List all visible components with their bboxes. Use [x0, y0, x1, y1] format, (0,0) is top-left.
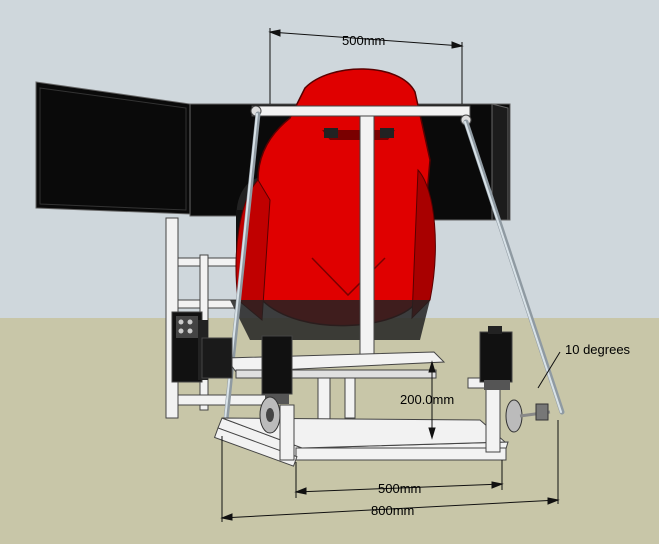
- bottom-inner-width-label: 500mm: [378, 481, 422, 496]
- height-label: 200.0mm: [400, 392, 455, 407]
- angle-label: 10 degrees: [565, 342, 631, 357]
- right-actuator: [479, 326, 551, 433]
- right-monitor-edge: [491, 103, 509, 221]
- left-monitor-bezel: [39, 87, 187, 211]
- shifter-box: [171, 311, 233, 383]
- left-actuator: [259, 335, 293, 434]
- bottom-outer-width-label: 800mm: [371, 503, 415, 518]
- left-monitor: [35, 81, 191, 215]
- racing-seat: [230, 68, 436, 340]
- top-cross-bar: [250, 105, 472, 361]
- base-frame: [213, 377, 509, 467]
- top-width-label: 500mm: [342, 33, 386, 48]
- dimension-lines: [220, 28, 561, 522]
